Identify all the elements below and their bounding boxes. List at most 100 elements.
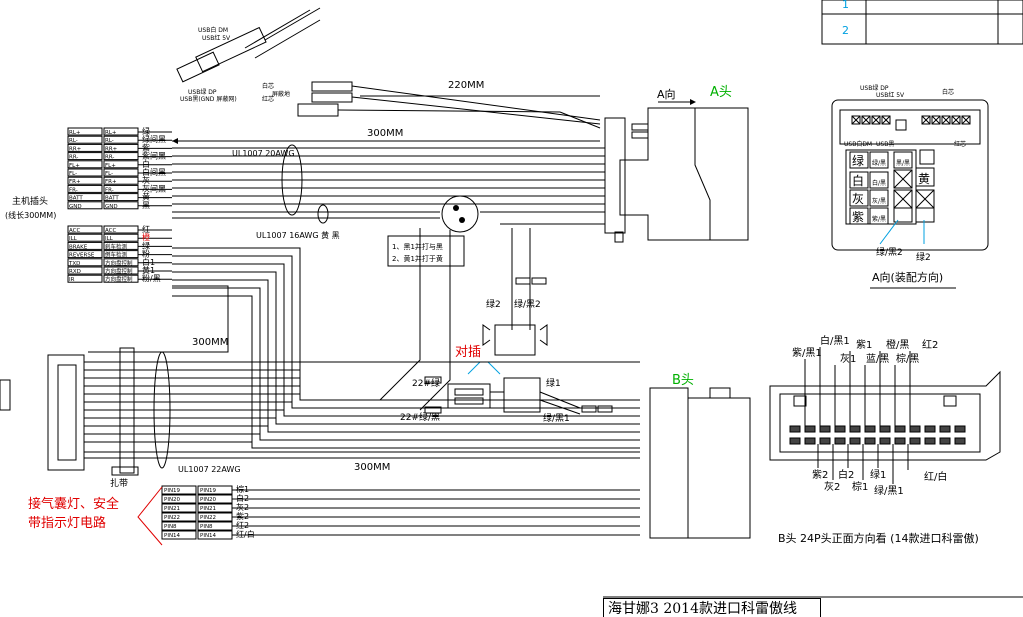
host-pin-box <box>67 135 103 144</box>
a-usb-dm-label: USB白DM <box>844 140 872 148</box>
b-pin <box>894 437 906 445</box>
host-pin-box <box>67 193 103 202</box>
host-pin: RL+ <box>69 130 81 136</box>
a-head-label: A头 <box>710 85 732 100</box>
splice-dot-1 <box>453 205 459 211</box>
airbag-pin-b: PIN21 <box>200 506 216 512</box>
b-bottom-label: 灰2 <box>824 480 840 493</box>
usb-dp-label: USB绿 DP <box>188 88 217 96</box>
usb-gnd-label: USB黑(GND 屏蔽网) <box>180 95 237 103</box>
can-box-1 <box>515 277 531 285</box>
a-usb-dp-label: USB绿 DP <box>860 84 889 92</box>
host2-color: 粉/黑 <box>142 273 161 283</box>
a-rca-pin <box>961 115 971 125</box>
b-pin <box>789 425 801 433</box>
b-pin <box>939 425 951 433</box>
b-top-label: 白/黑1 <box>820 334 850 347</box>
host2-pin-box <box>67 250 103 259</box>
a-cell <box>869 189 889 207</box>
a-usb-x <box>871 115 881 125</box>
a-cell-label: 灰/黑 <box>872 197 886 205</box>
host2-color: 白1 <box>142 257 155 267</box>
table-row-1: 1 <box>842 0 849 11</box>
host-name: FL- <box>105 171 113 177</box>
b-top-label: 红2 <box>922 338 938 351</box>
host-pin: BATT <box>69 196 83 202</box>
airbag-pin-a: PIN22 <box>164 515 180 521</box>
a-cell-label: 黑/黑 <box>896 160 910 167</box>
a-green2-label: 绿2 <box>916 251 931 263</box>
red-core-label: 红芯 <box>262 95 274 103</box>
green2-a-label: 绿2 <box>486 298 501 310</box>
airbag-pin-b: PIN22 <box>200 515 216 521</box>
a-white-core-label: 白芯 <box>942 88 954 96</box>
airbag-color: 棕1 <box>236 484 249 494</box>
host-pin-box <box>67 184 103 193</box>
host-name: RR+ <box>105 146 118 152</box>
a-open-cell <box>893 207 913 223</box>
host-pins-group-1: RL+RL+绿RL-RL-绿间黑RR+RR+紫RR-RR-紫间黑FL+FL+白F… <box>67 127 172 210</box>
length-300-top: 300MM <box>367 128 403 139</box>
b-view-pins <box>789 425 966 445</box>
b-pin <box>834 425 846 433</box>
a-rca-x <box>961 115 971 125</box>
can-tag-4 <box>597 405 613 413</box>
a-cell-label: 灰 <box>852 192 864 206</box>
a-leader-1 <box>879 219 899 245</box>
b-pin <box>909 425 921 433</box>
a-cell <box>869 207 889 225</box>
host-color: 黑 <box>142 201 150 210</box>
a-x-mark <box>915 189 935 209</box>
a-cell-label: 黄 <box>918 172 930 186</box>
airbag-pin-a-box <box>161 485 197 495</box>
b-pin <box>804 437 816 445</box>
host2-color: 粉 <box>142 249 150 259</box>
a-rca-pin <box>931 115 941 125</box>
host-name: RR- <box>105 155 114 161</box>
b-top-label: 蓝/黑 <box>866 353 889 365</box>
host-color: 灰间黑 <box>142 183 166 193</box>
a-view-cells: 绿绿/黑黑/黑白白/黑灰灰/黑紫紫/黑黄 <box>849 115 971 225</box>
host-color: 白 <box>142 159 150 169</box>
b-top-label: 灰1 <box>840 352 856 365</box>
can-tag-1 <box>424 376 442 384</box>
host-pin: RR- <box>69 155 78 161</box>
host-pin: FL- <box>69 171 77 177</box>
mid-plug-top <box>482 324 548 356</box>
can-tag-3 <box>581 405 597 413</box>
airbag-note-2: 带指示灯电路 <box>28 515 106 531</box>
a-cell-label: 紫/黑 <box>872 215 886 223</box>
a-rca-pin <box>921 115 931 125</box>
host2-name: ILL <box>105 236 114 242</box>
airbag-pin-b: PIN8 <box>200 524 213 530</box>
b-top-label: 棕/黑 <box>896 352 919 365</box>
table-row-2: 2 <box>842 24 849 37</box>
a-cell <box>849 171 869 189</box>
a-x-mark <box>893 169 913 189</box>
usb-dm-label: USB白 DM <box>198 26 228 34</box>
host-color: 灰 <box>142 175 150 185</box>
plug-arrow-1 <box>467 361 481 375</box>
white-core-label: 白芯 <box>262 82 274 90</box>
airbag-color: 紫2 <box>236 512 249 521</box>
left-harness-block <box>0 347 139 476</box>
bundle-16awg <box>317 204 329 224</box>
b-head-label: B头 <box>672 373 694 388</box>
shield-label: 屏蔽地 <box>272 90 290 98</box>
a-view-title: A向(装配方向) <box>872 270 943 284</box>
host2-pin: REVERSE <box>69 253 95 259</box>
host-name: GND <box>105 204 118 210</box>
host-pin-box <box>67 127 103 136</box>
a-cell-label: 白/黑 <box>872 179 886 187</box>
airbag-pin-a-box <box>161 503 197 513</box>
host2-color: 橙 <box>142 232 150 242</box>
host2-color: 黄1 <box>142 265 155 275</box>
a-x-mark <box>893 189 913 209</box>
host-pin: RL- <box>69 138 78 144</box>
host-pin: GND <box>69 204 82 210</box>
host-name: RL- <box>105 138 114 144</box>
a-rca-x <box>951 115 961 125</box>
host2-pin-box <box>67 258 103 267</box>
